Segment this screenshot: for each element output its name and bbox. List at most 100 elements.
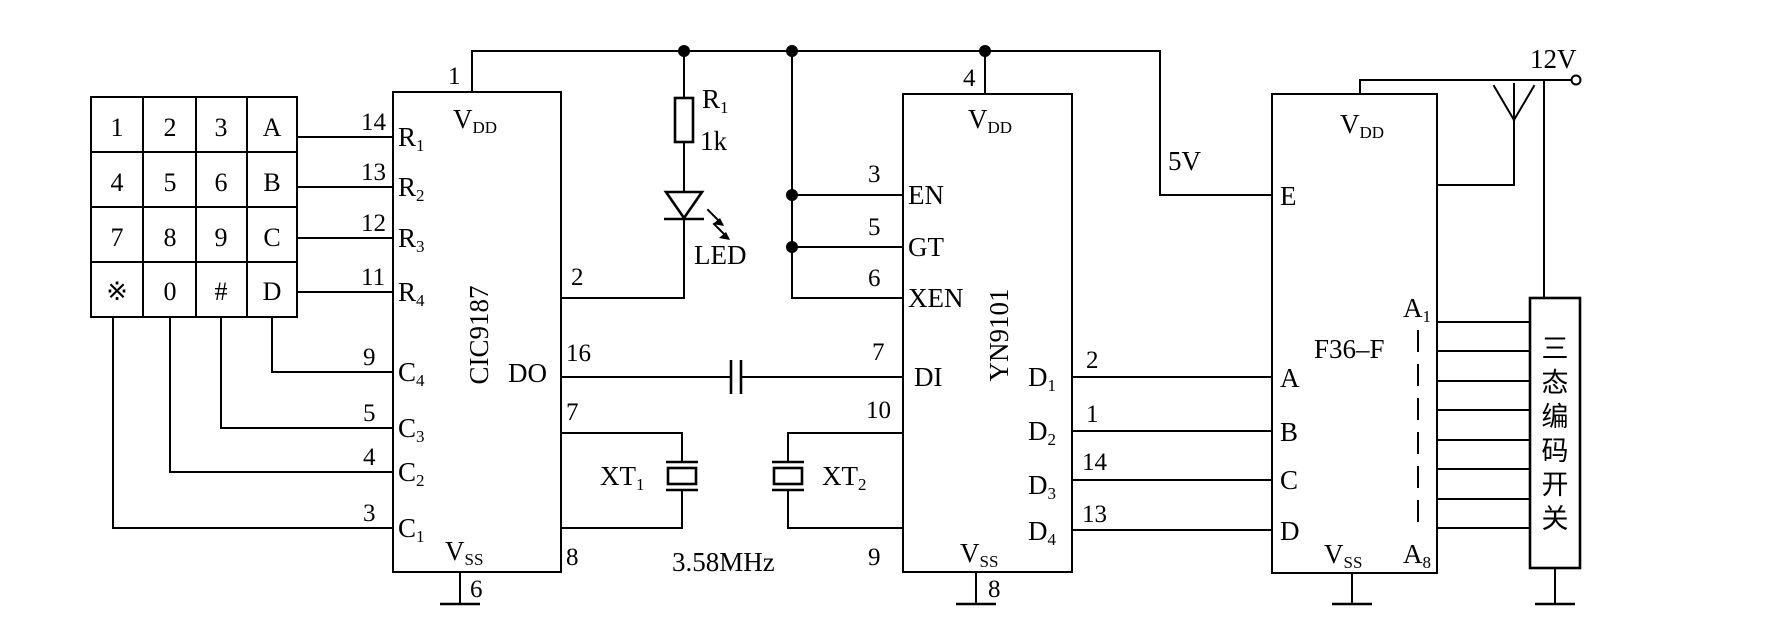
pin-number: 2 <box>1086 347 1099 374</box>
pin-c2-label: C2 <box>398 457 425 490</box>
keypad-key: B <box>263 168 280 197</box>
chip-name: CIC9187 <box>464 285 494 384</box>
pin-number: 8 <box>566 544 579 571</box>
pin-c1-label: C1 <box>398 513 425 546</box>
keypad-key: A <box>263 113 282 142</box>
vss-label: VSS <box>1324 539 1362 572</box>
pin-number: 3 <box>363 500 376 527</box>
pin-number: 7 <box>566 399 579 426</box>
pin-xen-label: XEN <box>908 283 964 313</box>
pin-en-label: EN <box>908 180 944 210</box>
pin-gt-label: GT <box>908 232 944 262</box>
chip-cic9187: CIC9187 VDD VSS R1 R2 R3 R4 C4 C3 C2 C1 … <box>392 91 562 573</box>
keypad-key: 3 <box>215 113 228 142</box>
supply-12v: 12V <box>1359 44 1582 299</box>
pin-a8-label: A8 <box>1403 539 1431 572</box>
keypad-key: ※ <box>106 277 128 306</box>
data-bus-wires <box>1071 376 1273 531</box>
supply-5v-label: 5V <box>1168 146 1202 176</box>
address-lines <box>1436 321 1531 529</box>
pin-number: 6 <box>868 265 881 292</box>
pin-number: 5 <box>363 400 376 427</box>
keypad-key: 9 <box>215 223 228 252</box>
keypad-key: 4 <box>111 168 124 197</box>
supply-12v-terminal <box>1570 74 1582 86</box>
keypad-key: 1 <box>111 113 124 142</box>
pin-number: 13 <box>1082 501 1107 528</box>
pin-e-label: E <box>1280 181 1297 211</box>
xt2-label: XT2 <box>822 461 867 494</box>
vdd-label: VDD <box>1340 109 1384 142</box>
u1-pin-numbers: 14 13 12 11 9 5 4 3 1 2 16 7 8 6 <box>361 63 591 603</box>
keypad-key: 2 <box>164 113 177 142</box>
pin-number: 4 <box>363 444 376 471</box>
pin-number: 2 <box>571 264 584 291</box>
switch-label-char: 三 <box>1542 334 1569 364</box>
keypad-key: # <box>215 277 228 306</box>
chip-f36f: VDD VSS E A B C D F36–F A1 A8 <box>1271 93 1438 574</box>
pin-c3-label: C3 <box>398 413 425 446</box>
coupling-capacitor <box>560 360 904 394</box>
switch-label-char: 编 <box>1542 402 1569 432</box>
supply-12v-label: 12V <box>1530 44 1577 74</box>
r1-value: 1k <box>700 126 728 156</box>
pin-number: 9 <box>363 344 376 371</box>
pin-do-label: DO <box>508 358 547 388</box>
keypad-key: 6 <box>215 168 228 197</box>
pin-number: 8 <box>988 576 1001 603</box>
pin-number: 9 <box>868 544 881 571</box>
pin-number: 7 <box>872 339 885 366</box>
chip-name: F36–F <box>1314 334 1385 364</box>
pin-number: 5 <box>868 214 881 241</box>
keypad-key: D <box>263 277 282 306</box>
switch-label-char: 态 <box>1542 368 1569 398</box>
junction-dot <box>786 189 798 201</box>
enable-tie-wires <box>786 50 904 299</box>
pin-r2-label: R2 <box>398 172 425 205</box>
switch-label-char: 开 <box>1542 470 1569 500</box>
supply-rail-5v: 5V <box>471 45 1273 196</box>
switch-label-char: 码 <box>1542 436 1569 466</box>
pin-r4-label: R4 <box>398 277 425 310</box>
pin-c-label: C <box>1280 465 1298 495</box>
keypad-key: 7 <box>111 223 124 252</box>
vdd-label: VDD <box>453 104 497 137</box>
pin-di-label: DI <box>914 362 943 392</box>
switch-label-char: 关 <box>1542 504 1569 534</box>
u2-pin-numbers: 4 3 5 6 7 10 9 8 2 1 14 13 <box>866 65 1108 603</box>
pin-number: 14 <box>1082 449 1108 476</box>
r1-label: R1 <box>702 84 729 117</box>
junction-dot <box>786 241 798 253</box>
pin-r3-label: R3 <box>398 223 425 256</box>
crystal-frequency: 3.58MHz <box>672 547 775 577</box>
pin-d2-label: D2 <box>1028 416 1056 449</box>
pin-number: 3 <box>868 161 881 188</box>
keypad: 1 2 3 A 4 5 6 B 7 8 9 C ※ 0 # D <box>90 96 298 318</box>
pin-d4-label: D4 <box>1028 516 1057 549</box>
pin-number: 6 <box>470 576 483 603</box>
pin-a-label: A <box>1280 363 1300 393</box>
pin-number: 12 <box>361 210 386 237</box>
vss-label: VSS <box>445 536 483 569</box>
led: LED <box>560 190 746 299</box>
pin-number: 4 <box>963 65 976 92</box>
led-label: LED <box>694 240 746 270</box>
vss-label: VSS <box>960 538 998 571</box>
pin-number: 16 <box>566 340 591 367</box>
pin-number: 1 <box>1086 401 1099 428</box>
keypad-key: 5 <box>164 168 177 197</box>
pin-number: 1 <box>448 63 461 90</box>
pin-d1-label: D1 <box>1028 362 1056 395</box>
resistor-r1: R1 1k <box>673 50 729 191</box>
tristate-encoding-switch: 三 态 编 码 开 关 <box>1528 296 1582 570</box>
keypad-key: 8 <box>164 223 177 252</box>
keypad-wires <box>112 136 394 529</box>
pin-d-label: D <box>1280 516 1300 546</box>
pin-a1-label: A1 <box>1403 293 1431 326</box>
pin-number: 14 <box>361 109 387 136</box>
pin-b-label: B <box>1280 417 1298 447</box>
pin-number: 11 <box>361 264 385 291</box>
chip-name: YN9101 <box>984 289 1014 382</box>
vdd-label: VDD <box>968 104 1012 137</box>
